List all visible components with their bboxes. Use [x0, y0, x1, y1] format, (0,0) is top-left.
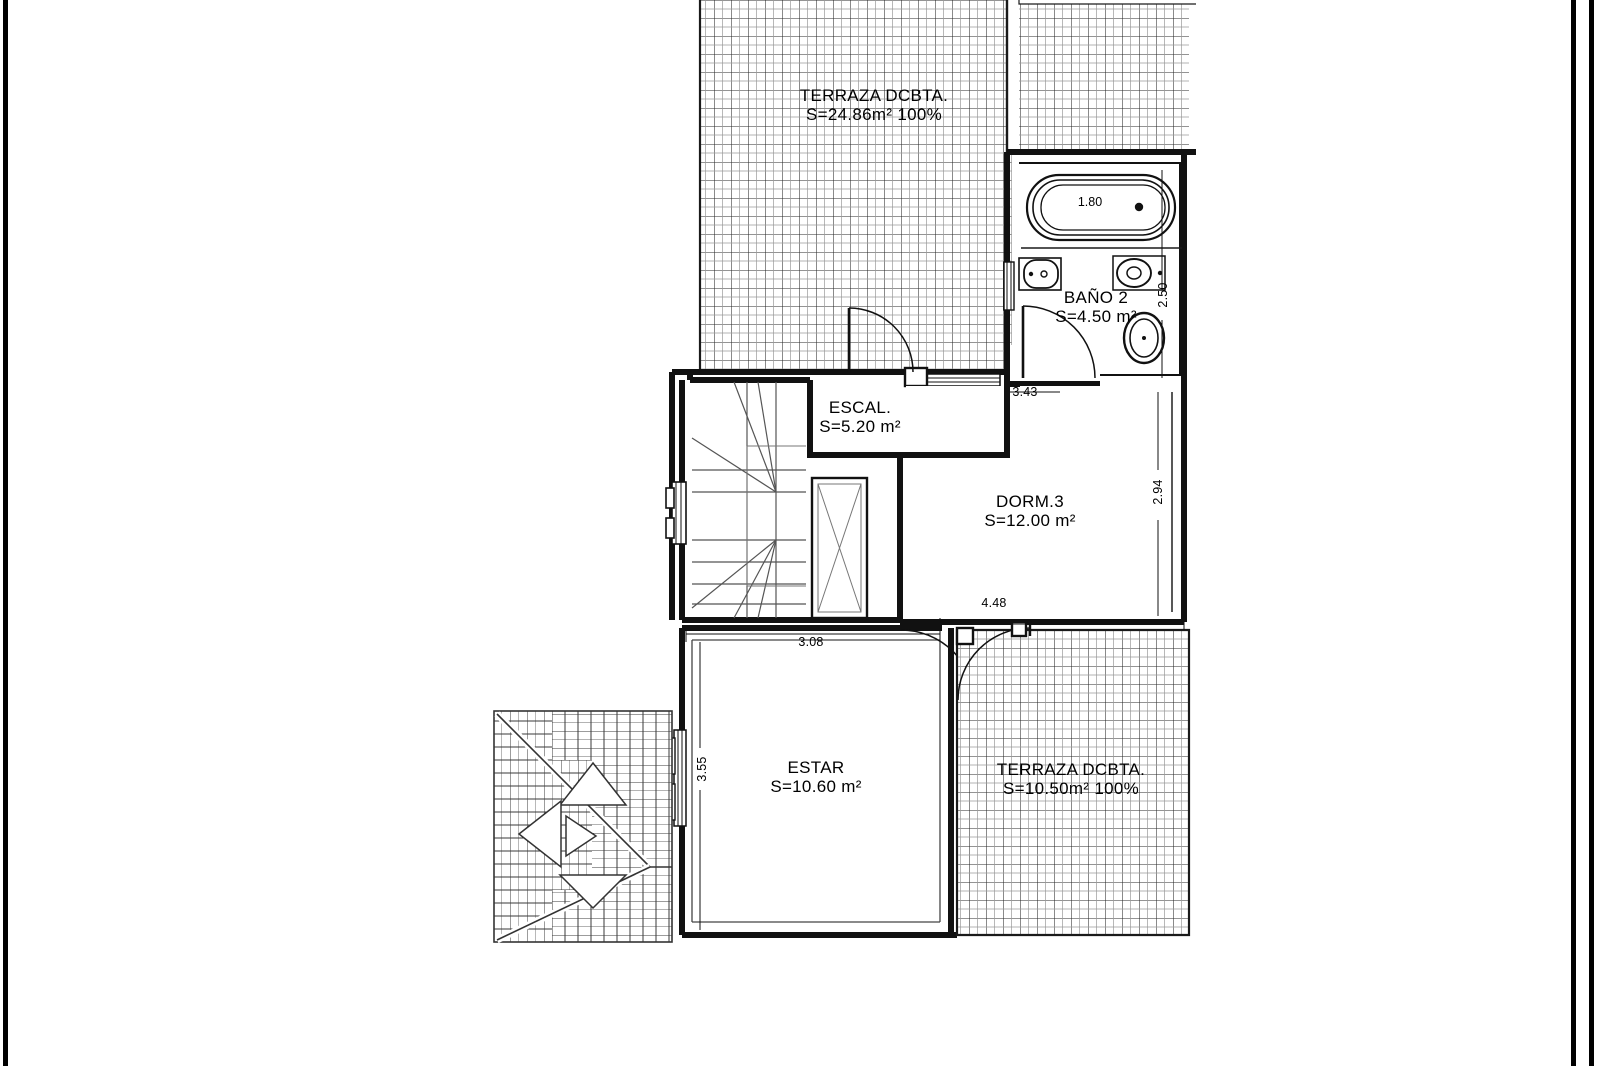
dorm3-area: S=12.00 m²	[984, 511, 1076, 531]
terrace-upper-area: S=24.86m² 100%	[805, 105, 943, 125]
room-estar	[679, 625, 957, 938]
bano2-name: BAÑO 2	[1063, 288, 1129, 307]
border-right-rule-outer	[1589, 0, 1594, 1066]
bano2-label: BAÑO 2 S=4.50 m²	[1036, 288, 1156, 326]
escal-window	[665, 481, 687, 545]
bano2-door	[1021, 305, 1096, 379]
terrace-sliding-window	[903, 366, 1001, 388]
estar-name: ESTAR	[787, 758, 845, 777]
roof-slope-arrow-up	[558, 761, 628, 806]
terrace-lower-area: S=10.50m² 100%	[1002, 779, 1140, 799]
dorm3-name: DORM.3	[996, 492, 1064, 511]
terrace-lower-label: TERRAZA DCBTA. S=10.50m² 100%	[986, 760, 1156, 798]
escal-name: ESCAL.	[828, 398, 892, 417]
room-dorm3	[900, 381, 1187, 625]
bidet-fixture	[1122, 311, 1166, 365]
terrace-lower-wall-stub	[955, 620, 1028, 646]
dim-bath-width: 3.43	[1012, 385, 1038, 399]
roof-tiles	[493, 710, 673, 944]
escal-area: S=5.20 m²	[819, 417, 901, 437]
dim-dorm-depth: 2.94	[1151, 479, 1165, 505]
closet-cabinet	[810, 476, 869, 620]
terrace-hall-door	[847, 307, 914, 373]
terrace-lower-name: TERRAZA DCBTA.	[996, 760, 1146, 779]
border-right-rule-inner	[1571, 0, 1576, 1066]
roof-slope-arrow-down	[558, 874, 628, 910]
terrace-upper-label: TERRAZA DCBTA. S=24.86m² 100%	[784, 86, 964, 124]
estar-label: ESTAR S=10.60 m²	[752, 758, 880, 796]
dim-dorm-width: 4.48	[981, 596, 1007, 610]
dim-estar-depth: 3.55	[695, 756, 709, 782]
bathtub-fixture	[1025, 173, 1177, 242]
estar-area: S=10.60 m²	[770, 777, 862, 797]
dimension-lines	[685, 170, 1185, 930]
stair-treads	[691, 381, 806, 619]
dim-bath-depth: 2.50	[1156, 282, 1170, 308]
dorm3-label: DORM.3 S=12.00 m²	[960, 492, 1100, 530]
dorm3-door	[830, 453, 900, 457]
bathtub-size-label: 1.80	[1077, 195, 1103, 209]
escal-label: ESCAL. S=5.20 m²	[800, 398, 920, 436]
dim-estar-width: 3.08	[798, 635, 824, 649]
washbasin-fixture	[1018, 257, 1062, 291]
terrace-interior-wall	[669, 369, 1007, 460]
roof-slope-arrow-left	[517, 799, 562, 869]
bano2-area: S=4.50 m²	[1055, 307, 1137, 327]
toilet-fixture	[1112, 255, 1166, 291]
border-left-rule	[3, 0, 8, 1066]
room-escal	[669, 369, 900, 623]
roof-slope-arrow-right	[565, 814, 598, 858]
bano2-window	[1003, 261, 1015, 311]
terrace-upper-name: TERRAZA DCBTA.	[799, 86, 949, 105]
terrace-lower-hatch	[957, 630, 1189, 935]
terrace-lower-outline	[955, 628, 1191, 937]
